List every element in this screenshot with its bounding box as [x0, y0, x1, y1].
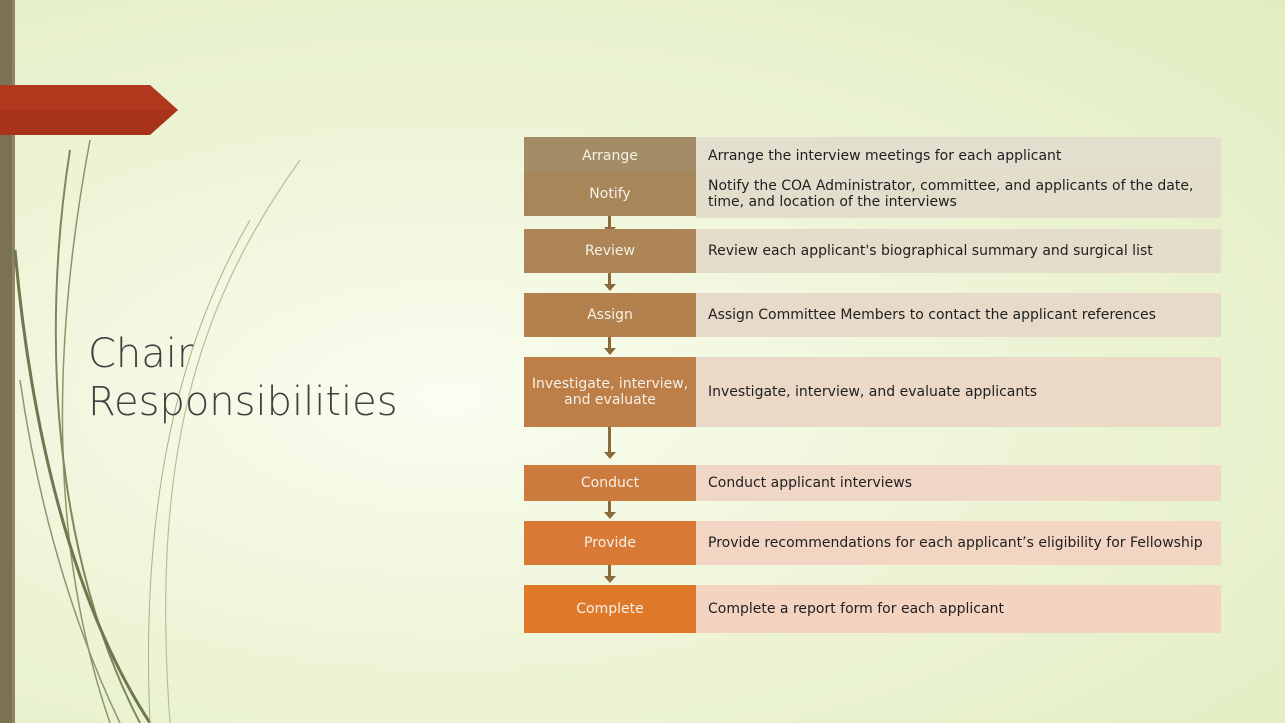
step-box: Notify [524, 172, 696, 216]
left-accent-bar-inner [12, 0, 15, 723]
step-description: Assign Committee Members to contact the … [696, 293, 1221, 337]
step-description: Conduct applicant interviews [696, 465, 1221, 501]
step-row-assign: Assign Assign Committee Members to conta… [524, 293, 1221, 337]
step-description: Arrange the interview meetings for each … [696, 137, 1221, 175]
step-box: Complete [524, 585, 696, 633]
step-box: Investigate, interview, and evaluate [524, 357, 696, 427]
step-box-notify-fill: Notify [524, 172, 696, 216]
title-banner-arrow [0, 85, 178, 135]
step-description: Notify the COA Administrator, committee,… [696, 170, 1221, 218]
step-row-complete: Complete Complete a report form for each… [524, 585, 1221, 633]
step-box: Review [524, 229, 696, 273]
slide-title: Chair Responsibilities [88, 330, 398, 426]
step-row-conduct: Conduct Conduct applicant interviews [524, 465, 1221, 501]
title-line-2: Responsibilities [88, 379, 398, 425]
step-box: Arrange [524, 137, 696, 175]
step-description: Complete a report form for each applican… [696, 585, 1221, 633]
title-line-1: Chair [88, 331, 194, 377]
step-description: Review each applicant's biographical sum… [696, 229, 1221, 273]
step-row-provide: Provide Provide recommendations for each… [524, 521, 1221, 565]
step-box: Conduct [524, 465, 696, 501]
step-description: Investigate, interview, and evaluate app… [696, 357, 1221, 427]
step-box: Provide [524, 521, 696, 565]
left-accent-bar [0, 0, 12, 723]
step-row-review: Review Review each applicant's biographi… [524, 229, 1221, 273]
step-row-notify-desc: Notify the COA Administrator, committee,… [524, 170, 1221, 218]
decorative-swooshes [13, 139, 301, 723]
step-row-investigate: Investigate, interview, and evaluate Inv… [524, 357, 1221, 427]
step-description: Provide recommendations for each applica… [696, 521, 1221, 565]
step-box: Assign [524, 293, 696, 337]
step-row-arrange: Arrange Arrange the interview meetings f… [524, 137, 1221, 175]
